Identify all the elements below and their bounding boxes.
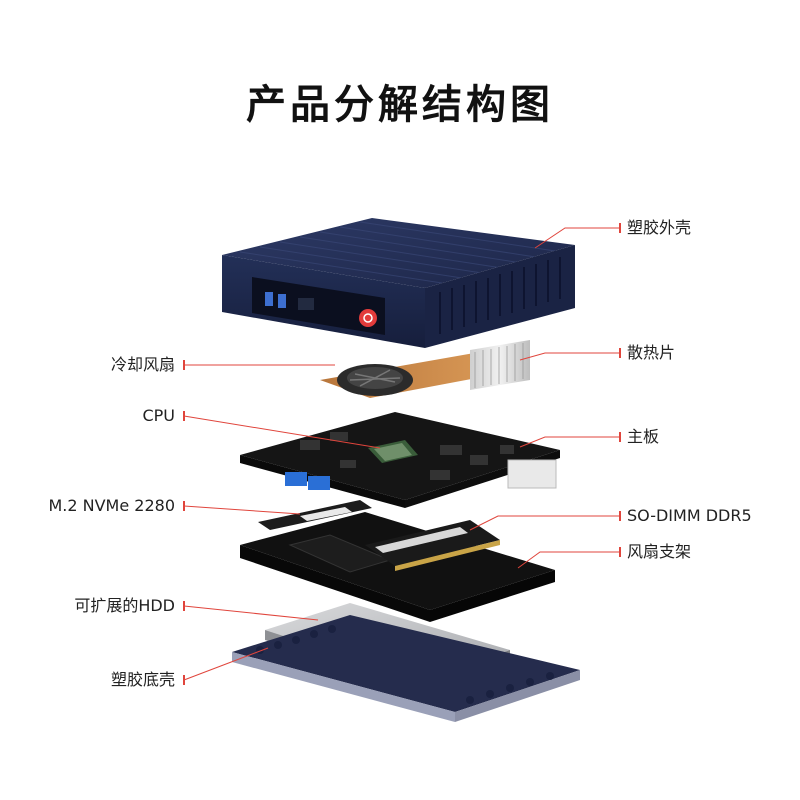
leader-lines-left	[183, 364, 381, 681]
leader-ticks-right	[619, 223, 621, 557]
motherboard	[240, 412, 560, 508]
label-top-shell: 塑胶外壳	[627, 218, 692, 237]
label-ram: SO-DIMM DDR5	[627, 506, 752, 525]
label-cpu: CPU	[142, 406, 175, 425]
fan-bracket-assembly	[240, 500, 555, 622]
label-cooling-fan: 冷却风扇	[110, 355, 175, 374]
page-title: 产品分解结构图	[246, 82, 554, 128]
label-bottom-shell: 塑胶底壳	[110, 670, 175, 689]
label-m2-ssd: M.2 NVMe 2280	[48, 496, 175, 515]
bottom-shell	[232, 615, 580, 722]
leader-lines-right	[469, 227, 620, 569]
label-motherboard: 主板	[627, 427, 660, 446]
top-shell	[222, 218, 575, 348]
label-hdd: 可扩展的HDD	[74, 596, 175, 615]
label-heatsink: 散热片	[627, 343, 676, 362]
label-fan-bracket: 风扇支架	[627, 542, 692, 561]
leader-ticks-left	[183, 360, 185, 685]
cooling-fan-assembly	[320, 340, 530, 398]
